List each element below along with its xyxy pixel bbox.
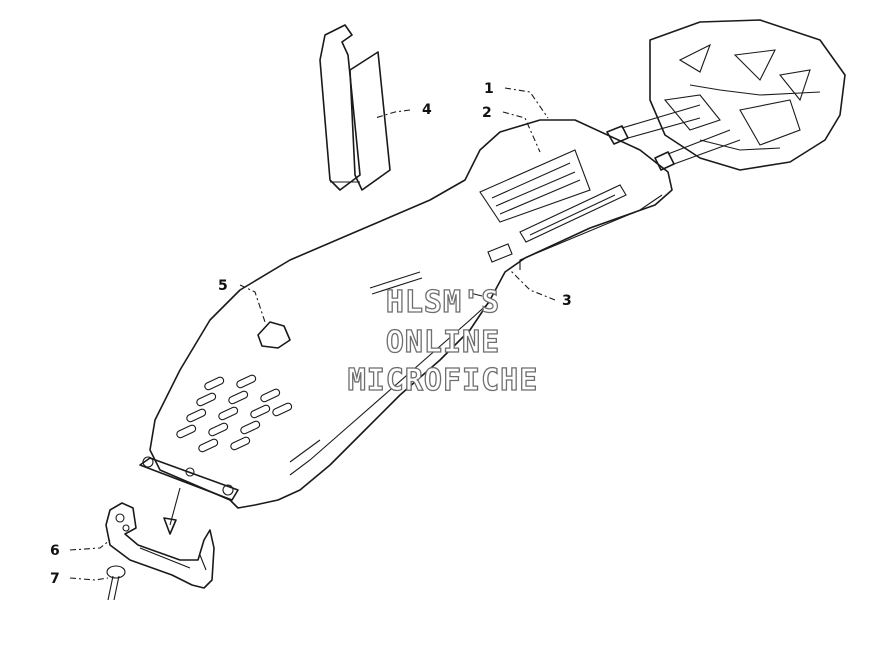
mounting-studs	[606, 104, 741, 171]
assembly-arrow	[163, 487, 181, 535]
engine-block-outline	[649, 19, 846, 171]
small-foam-pad	[257, 321, 291, 349]
badge-decal	[487, 243, 513, 263]
callout-1: 1	[484, 81, 494, 97]
decal-plate	[479, 149, 591, 223]
callout-5: 5	[218, 278, 228, 294]
watermark-line-3: MICROFICHE	[348, 363, 539, 398]
watermark-line-1: HLSM'S	[386, 285, 500, 320]
skid-plate-body	[149, 119, 673, 509]
watermark-line-2: ONLINE	[386, 325, 500, 360]
watermark: HLSM'S ONLINE MICROFICHE	[347, 284, 539, 398]
callout-4: 4	[422, 102, 432, 118]
callout-7: 7	[50, 571, 60, 587]
callout-6: 6	[50, 543, 60, 559]
callout-3: 3	[562, 293, 572, 309]
hinge-bracket	[105, 502, 215, 589]
callout-2: 2	[482, 105, 492, 121]
stripe-decal	[519, 184, 627, 243]
fastener-washer	[106, 565, 126, 601]
vent-slots	[176, 374, 293, 453]
foam-pad	[319, 24, 391, 191]
leader-lines	[69, 87, 556, 581]
front-hinge-bar	[139, 456, 239, 501]
